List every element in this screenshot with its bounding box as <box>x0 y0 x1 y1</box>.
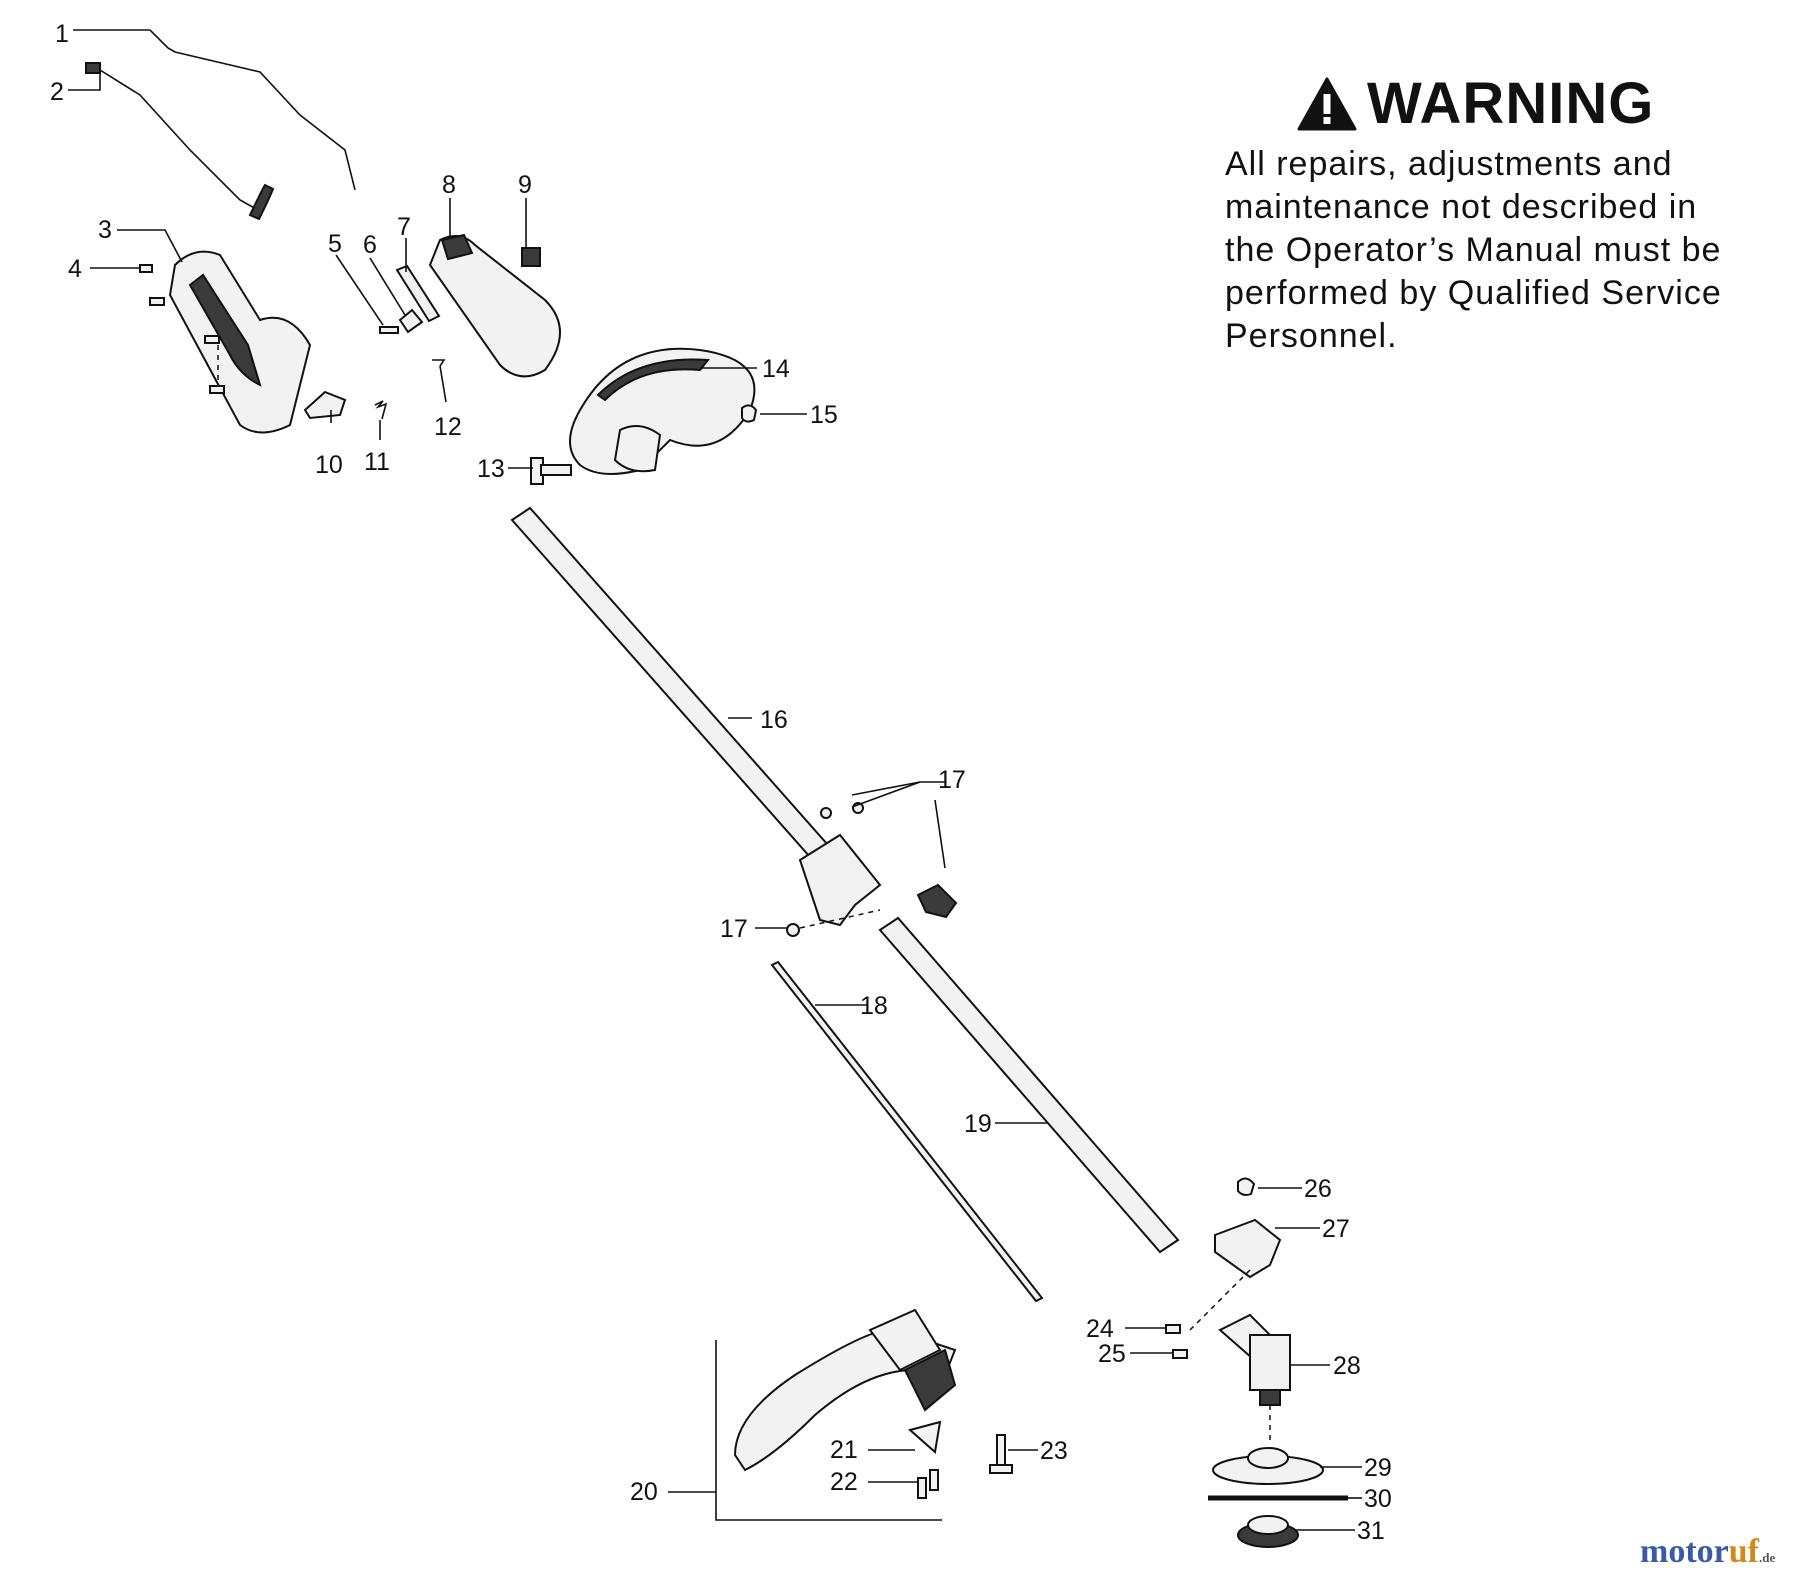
callout-17b: 17 <box>720 915 748 943</box>
part-26-27-bracket <box>1189 1177 1282 1331</box>
callout-19: 19 <box>964 1110 992 1138</box>
watermark-brand-suffix: .de <box>1758 1550 1776 1565</box>
warning-box: WARNING All repairs, adjustments and mai… <box>1225 70 1785 358</box>
callout-11: 11 <box>364 448 390 476</box>
callout-28: 28 <box>1333 1352 1361 1380</box>
part-15-wing-nut <box>741 404 758 423</box>
callout-25: 25 <box>1098 1340 1126 1368</box>
part-20-guard <box>715 1308 957 1521</box>
part-16-upper-shaft <box>510 506 868 902</box>
watermark-logo: motoruf.de <box>1640 1533 1775 1571</box>
part-13-bolt <box>530 457 572 485</box>
warning-line-1: All repairs, adjustments and <box>1225 145 1673 183</box>
callout-labels: 1 2 3 4 5 6 7 8 9 10 11 12 13 14 15 16 1… <box>50 20 1392 1545</box>
callout-24: 24 <box>1086 1315 1114 1343</box>
callout-27: 27 <box>1322 1215 1350 1243</box>
leader-lines <box>68 29 1362 1531</box>
callout-7: 7 <box>397 213 411 241</box>
warning-heading: WARNING <box>1297 70 1785 137</box>
callout-1: 1 <box>55 20 69 48</box>
part-1-throttle-cable <box>167 47 356 191</box>
watermark-brand-main: motor <box>1640 1533 1729 1570</box>
part-31-bump-knob <box>1237 1515 1299 1548</box>
callout-9: 9 <box>518 171 532 199</box>
warning-heading-text: WARNING <box>1367 71 1655 136</box>
callout-8: 8 <box>442 171 456 199</box>
callout-30: 30 <box>1364 1485 1392 1513</box>
warning-body: All repairs, adjustments and maintenance… <box>1225 143 1785 358</box>
part-17-coupler <box>786 802 958 937</box>
callout-29: 29 <box>1364 1454 1392 1482</box>
callout-15: 15 <box>810 401 838 429</box>
callout-16: 16 <box>760 706 788 734</box>
watermark-brand-accent: uf <box>1728 1533 1759 1570</box>
part-12-spring <box>432 359 446 367</box>
callout-26: 26 <box>1304 1175 1332 1203</box>
part-8-handle-cover <box>428 233 561 378</box>
callout-22: 22 <box>830 1468 858 1496</box>
callout-6: 6 <box>363 231 377 259</box>
part-21-22-23-guard-hardware <box>907 1420 1013 1499</box>
callout-12: 12 <box>434 413 462 441</box>
part-3-handle-half <box>168 250 312 434</box>
warning-line-3: the Operator’s Manual must be <box>1225 231 1722 269</box>
callout-31: 31 <box>1357 1517 1385 1545</box>
part-11-spring <box>374 400 388 420</box>
callout-5: 5 <box>328 230 342 258</box>
part-9-switch <box>521 247 541 267</box>
callout-10: 10 <box>315 451 343 479</box>
part-5-6-7-trigger <box>379 264 441 334</box>
part-19-lower-shaft <box>878 916 1180 1254</box>
part-28-gear-head <box>1218 1313 1291 1445</box>
part-10-clip <box>303 390 347 420</box>
warning-line-2: maintenance not described in <box>1225 188 1698 226</box>
warning-line-5: Personnel. <box>1225 317 1398 355</box>
warning-triangle-icon <box>1297 77 1357 130</box>
callout-17a: 17 <box>938 766 966 794</box>
part-2-stop-wire <box>85 62 275 221</box>
callout-21: 21 <box>830 1436 858 1464</box>
callout-2: 2 <box>50 78 64 106</box>
callout-23: 23 <box>1040 1437 1068 1465</box>
part-29-spool <box>1212 1447 1324 1485</box>
part-14-loop-handle <box>569 347 756 475</box>
callout-4: 4 <box>68 255 82 283</box>
callout-3: 3 <box>98 216 112 244</box>
part-24-25-screws <box>1165 1324 1188 1359</box>
part-18-drive-shaft <box>770 960 1044 1303</box>
callout-13: 13 <box>477 455 505 483</box>
callout-20: 20 <box>630 1478 658 1506</box>
callout-18: 18 <box>860 992 888 1020</box>
callout-14: 14 <box>762 355 790 383</box>
warning-line-4: performed by Qualified Service <box>1225 274 1722 312</box>
